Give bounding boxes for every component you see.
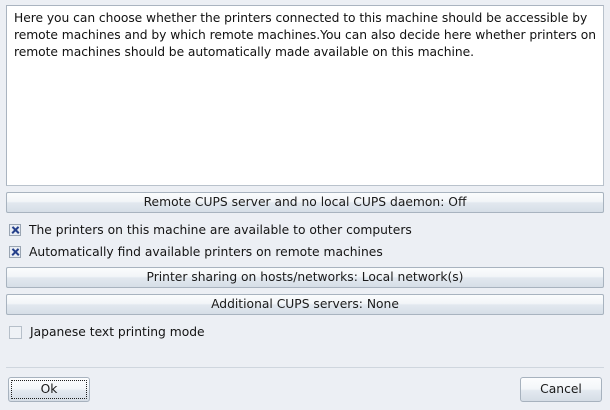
description-text: Here you can choose whether the printers… [14,11,596,59]
action-bar: Ok Cancel [0,368,610,410]
dialog-content: Here you can choose whether the printers… [0,0,610,367]
printer-sharing-button[interactable]: Printer sharing on hosts/networks: Local… [6,267,604,288]
ok-button[interactable]: Ok [8,376,90,402]
description-textarea[interactable]: Here you can choose whether the printers… [6,5,604,186]
checkbox-row-auto-find-remote[interactable]: Automatically find available printers on… [9,241,604,263]
checkbox-japanese-mode[interactable] [9,325,22,339]
checkbox-label-auto-find-remote: Automatically find available printers on… [29,245,383,259]
content-spacer [6,343,604,367]
additional-cups-servers-button[interactable]: Additional CUPS servers: None [6,294,604,315]
checkbox-label-available-to-others: The printers on this machine are availab… [29,223,412,237]
checkbox-row-available-to-others[interactable]: The printers on this machine are availab… [9,219,604,241]
checkbox-available-to-others[interactable] [9,224,21,236]
action-bar-separator [6,367,604,368]
checkbox-label-japanese-mode: Japanese text printing mode [30,325,205,339]
remote-cups-server-button[interactable]: Remote CUPS server and no local CUPS dae… [6,192,604,213]
checkbox-auto-find-remote[interactable] [9,246,21,258]
checkbox-row-japanese-mode[interactable]: Japanese text printing mode [9,321,604,343]
cancel-button[interactable]: Cancel [520,376,602,402]
